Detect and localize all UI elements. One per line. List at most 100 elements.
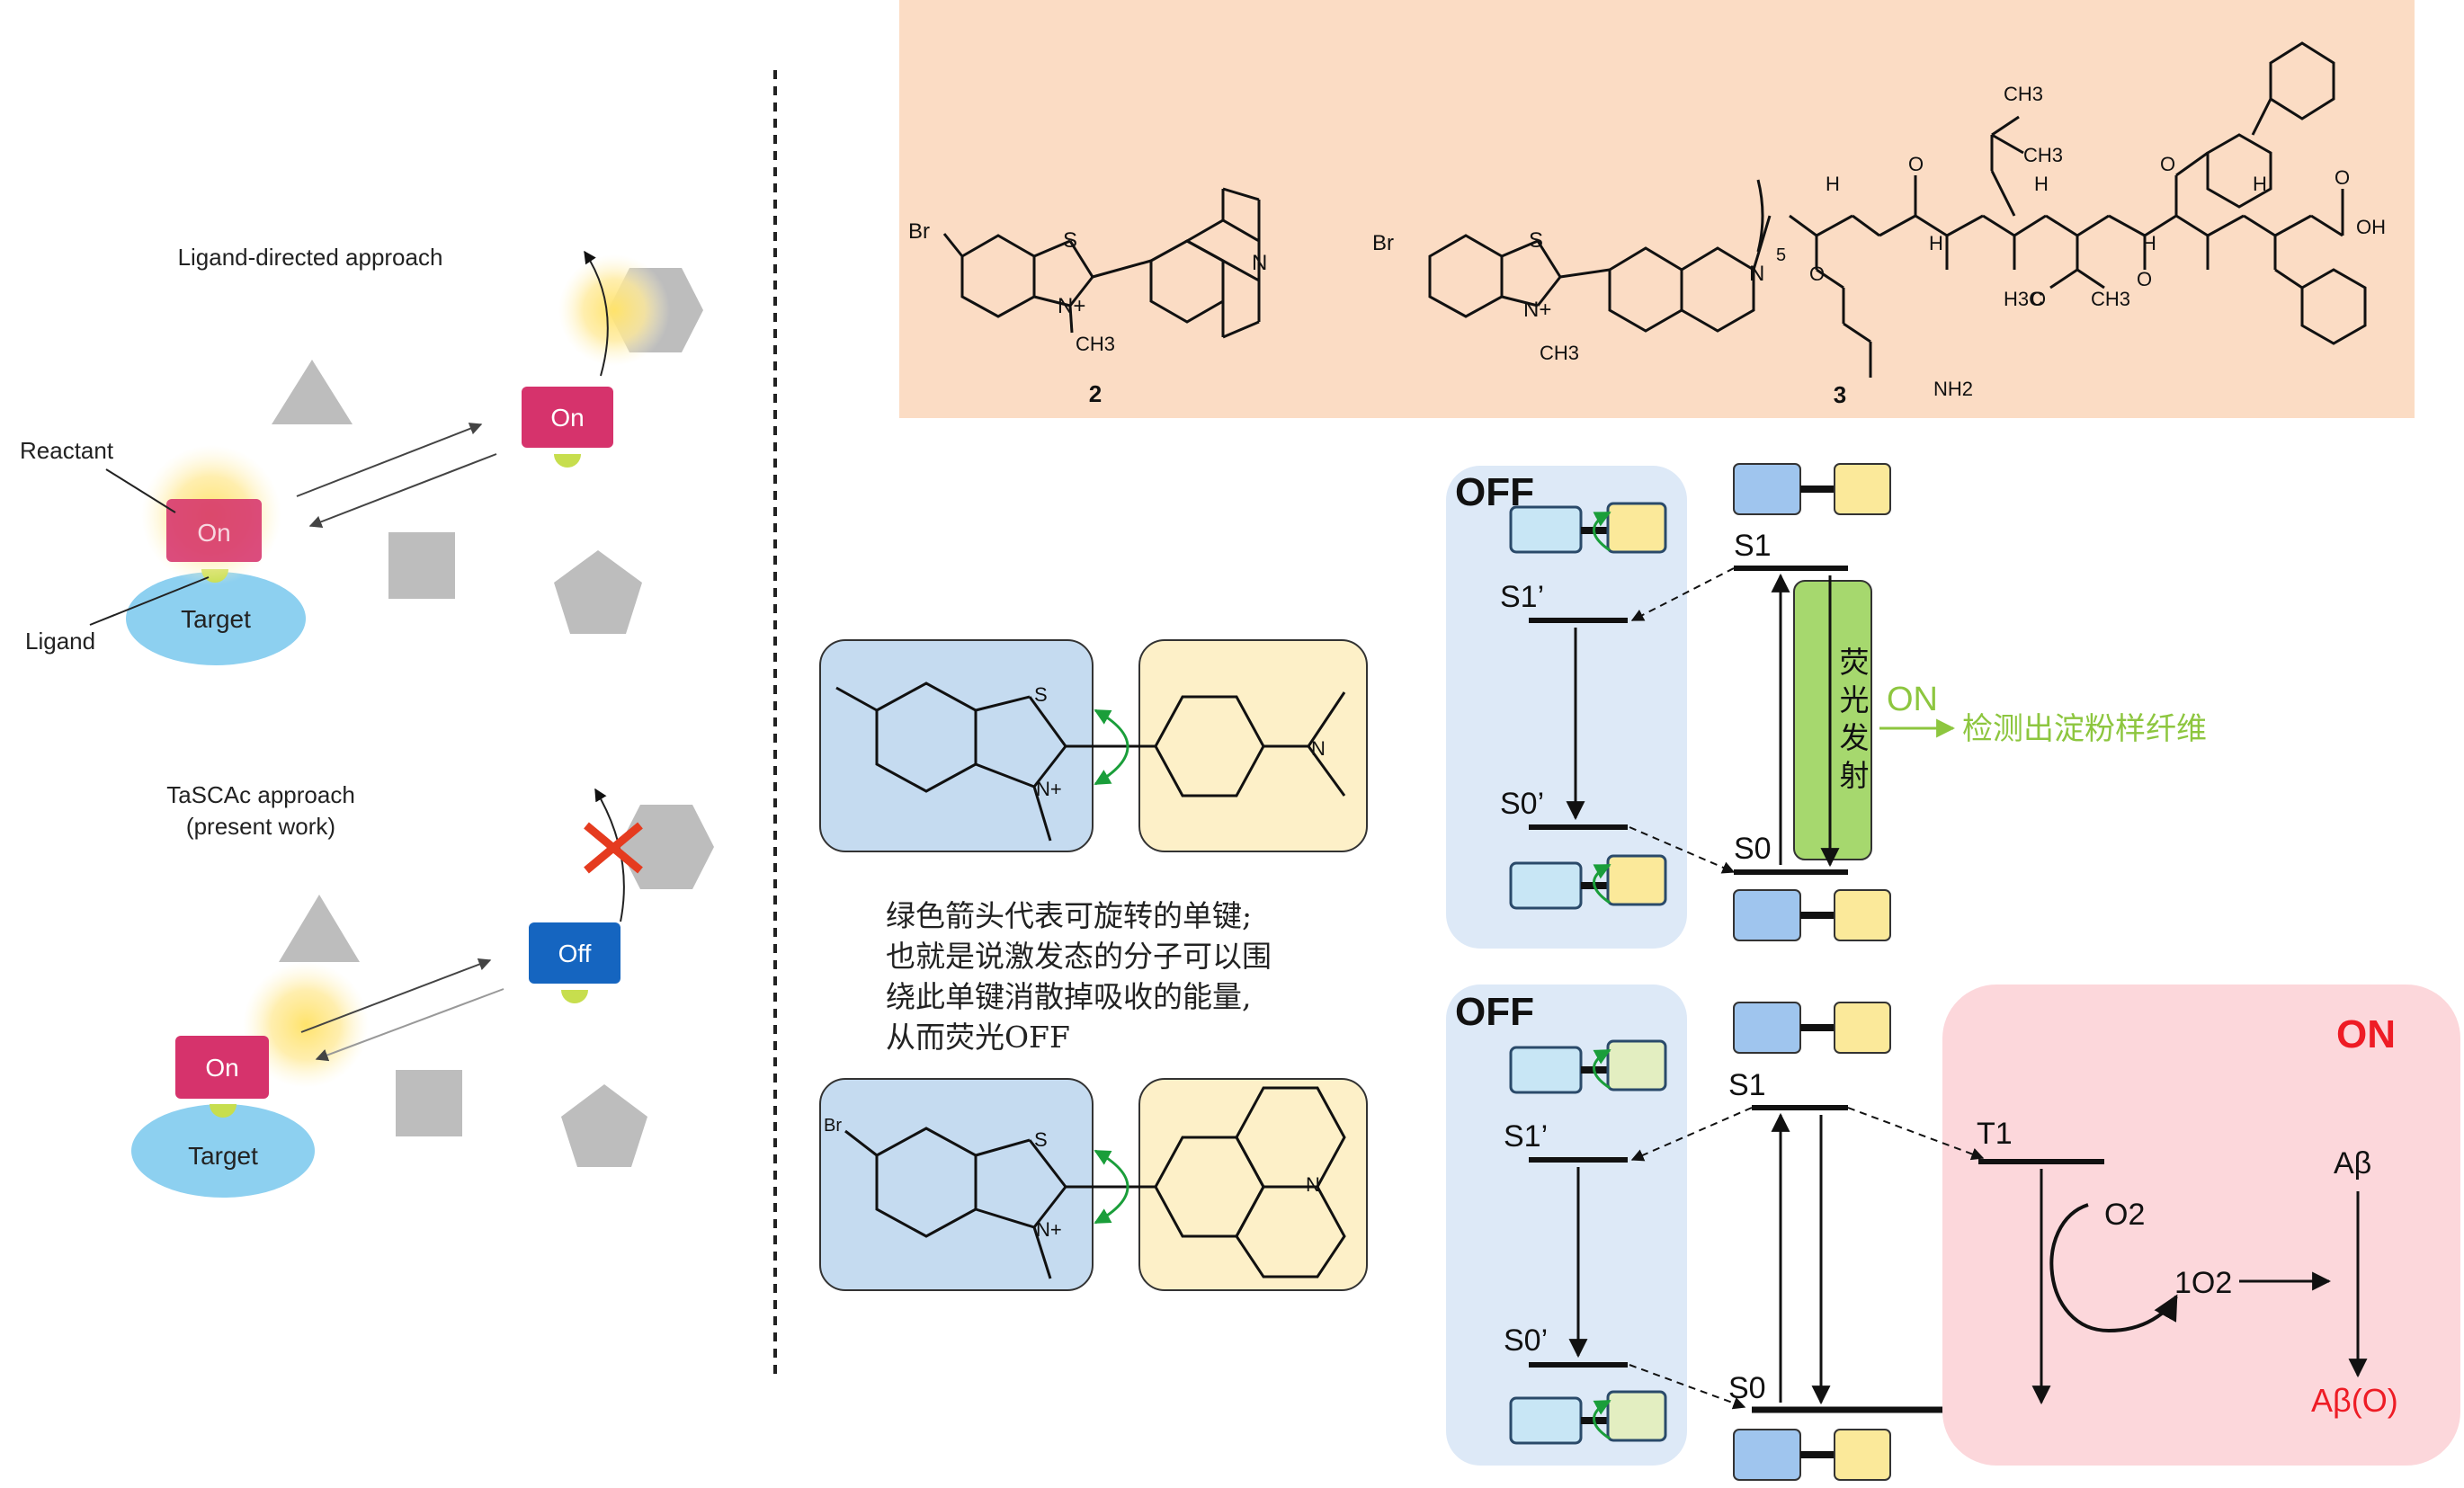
twisted-rotor-icon	[1509, 1039, 1667, 1094]
forward-arrow	[296, 423, 483, 497]
amide-h-label: H	[2253, 173, 2267, 195]
bromine-label: Br	[908, 219, 930, 244]
off-tag-label: Off	[558, 940, 592, 967]
compound-2-structure	[942, 187, 1261, 339]
off-label: OFF	[1455, 990, 1534, 1034]
sulfur-label: S	[1063, 228, 1077, 253]
nitrogen-label: N	[1252, 251, 1267, 275]
sulfur-label: S	[1034, 683, 1048, 706]
emission-char: 发	[1840, 720, 1870, 755]
nitrogen-label: N	[1311, 737, 1326, 760]
s0-label: S0	[1734, 832, 1772, 866]
on-tag-free	[522, 387, 613, 448]
amine-label: NH2	[1933, 378, 1973, 400]
compound-3-number: 3	[1834, 381, 1846, 408]
on-tag-free-label: On	[550, 404, 584, 432]
twisted-rotor-icon	[1509, 502, 1667, 554]
nitrogen-label: N	[1749, 262, 1764, 286]
nitrogen-label: N	[1306, 1173, 1320, 1196]
planar-rotor-icon	[1733, 1429, 1891, 1481]
s1-prime-label: S1’	[1500, 580, 1544, 614]
note-line: 绕此单键消散掉吸收的能量,	[886, 979, 1252, 1014]
on-tag	[166, 499, 262, 562]
s1-prime-label: S1’	[1504, 1119, 1548, 1154]
hexagon-shape	[619, 805, 714, 889]
square-shape	[388, 532, 455, 599]
reactant-leader-line	[105, 468, 176, 513]
triangle-shape	[279, 895, 360, 962]
square-shape	[396, 1070, 462, 1136]
twisted-rotor-icon	[1509, 1390, 1667, 1445]
on-label: ON	[1887, 681, 1938, 718]
oxygen-label: O2	[2104, 1198, 2145, 1232]
s0-label: S0	[1728, 1371, 1766, 1405]
target-protein	[131, 1104, 315, 1198]
oxidized-abeta-label: Aβ(O)	[2311, 1382, 2398, 1419]
singlet-oxygen-label: 1O2	[2174, 1266, 2232, 1300]
planar-rotor-icon	[1733, 1002, 1891, 1054]
nitrogen-plus-label: N+	[1058, 294, 1085, 318]
reaction-glow	[558, 254, 670, 366]
energy-transfer-arrow	[2049, 1203, 2178, 1333]
ligand-half-circle-free	[561, 990, 588, 1003]
target-label: Target	[188, 1142, 258, 1170]
carbonyl-o-label: O	[2137, 268, 2152, 290]
chem-structures-panel: Br S N+ CH3 N 2	[899, 0, 2415, 418]
methyl-label: CH3	[1076, 333, 1115, 355]
jablonski-bottom: OFF S1’ S0’ S1 S0	[1446, 985, 2460, 1481]
on-panel	[1942, 985, 2460, 1466]
on-label: ON	[2336, 1012, 2396, 1056]
carbonyl-o-label: O	[1908, 153, 1924, 175]
emission-char: 光	[1840, 682, 1870, 717]
planar-rotor-icon	[1733, 463, 1891, 515]
rotation-arrow-icon	[1094, 1149, 1129, 1225]
isomerization-arrow	[1630, 567, 1735, 621]
tascac-heading-line1: TaSCAc approach	[166, 781, 355, 808]
rotor-structure-bottom: Br S N+ N	[819, 1078, 1368, 1291]
amide-h-label: H	[2142, 232, 2156, 254]
amide-h-label: H	[2034, 173, 2049, 195]
isomerization-arrow	[1630, 1107, 1753, 1162]
methyl-label: H3C	[2004, 288, 2043, 310]
ligand-label: Ligand	[25, 628, 95, 655]
nitrogen-plus-label: N+	[1523, 298, 1551, 322]
t1-label: T1	[1977, 1117, 2013, 1151]
s1-label: S1	[1734, 529, 1772, 563]
abeta-label: Aβ	[2334, 1146, 2371, 1181]
s1-label: S1	[1728, 1068, 1766, 1102]
pentagon-shape	[561, 1084, 647, 1167]
methyl-label: CH3	[2091, 288, 2130, 310]
bromine-label: Br	[1372, 231, 1394, 255]
on-tag-label: On	[205, 1054, 238, 1082]
jablonski-top: OFF S1’ S0’ S1 S0 荧 光 发 射 ON	[1446, 463, 2207, 949]
amide-h-label: H	[1929, 232, 1943, 254]
amide-h-label: H	[1826, 173, 1840, 195]
chinese-note: 绿色箭头代表可旋转的单键; 也就是说激发态的分子可以围 绕此单键消散掉吸收的能量…	[886, 898, 1272, 1055]
note-line: 绿色箭头代表可旋转的单键;	[886, 898, 1252, 933]
bromine-label: Br	[824, 1116, 842, 1136]
methyl-label: CH3	[2023, 144, 2063, 166]
ligand-half-circle-free	[554, 454, 581, 468]
blocked-x-icon	[584, 822, 643, 874]
sulfur-label: S	[1529, 228, 1543, 253]
target-label: Target	[181, 605, 251, 633]
chem-panel-bg	[899, 0, 2415, 418]
ligand-leader-line	[89, 576, 210, 626]
result-text: 检测出淀粉样纤维	[1962, 711, 2207, 747]
compound-3-structure	[1428, 41, 2367, 378]
carbonyl-o-label: O	[2031, 288, 2046, 310]
intersystem-crossing-arrow	[1847, 1107, 1985, 1161]
reactant-label: Reactant	[20, 437, 114, 464]
rotor-structure-top: S N+ N	[819, 639, 1368, 852]
forward-arrow	[300, 958, 492, 1033]
methyl-label: CH3	[2004, 83, 2043, 105]
off-panel	[1446, 985, 1687, 1466]
return-arrow	[1629, 1364, 1746, 1410]
note-line: 从而荧光OFF	[886, 1020, 1070, 1055]
nitrogen-plus-label: N+	[1036, 1218, 1062, 1241]
emission-char: 射	[1840, 758, 1870, 793]
methyl-label: CH3	[1540, 342, 1579, 364]
carbonyl-o-label: O	[2160, 153, 2175, 175]
